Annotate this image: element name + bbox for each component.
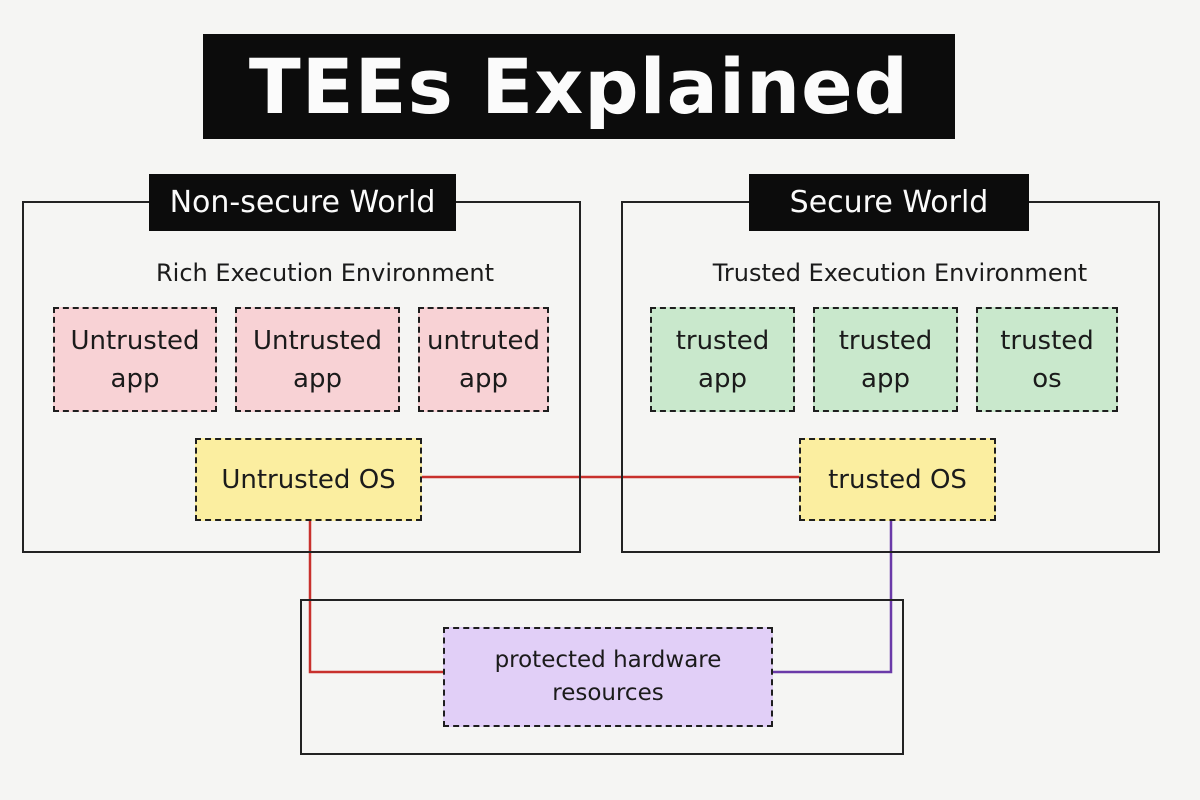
trusted-app-box: trusted app: [650, 307, 795, 412]
box-label-line2: app: [110, 363, 160, 394]
untrusted-app-box: untruted app: [418, 307, 549, 412]
box-label-line2: app: [861, 363, 910, 394]
secure-world-label: Secure World: [749, 174, 1029, 231]
box-label-line1: untruted: [426, 325, 540, 356]
hardware-label-line1: protected hardware: [494, 647, 722, 673]
untrusted-os-box: Untrusted OS: [195, 438, 422, 521]
hardware-container: [300, 599, 904, 755]
box-label-line2: app: [293, 363, 342, 394]
trusted-os-label: trusted OS: [828, 464, 967, 495]
untrusted-app-box: Untrusted app: [53, 307, 217, 412]
box-label-line1: Untrusted: [252, 325, 383, 356]
untrusted-os-label: Untrusted OS: [221, 464, 396, 495]
untrusted-app-box: Untrusted app: [235, 307, 400, 412]
trusted-os-box: trusted OS: [799, 438, 996, 521]
diagram-title: TEEs Explained: [203, 34, 955, 139]
trusted-app-box: trusted app: [813, 307, 958, 412]
trusted-os-component-box: trusted os: [976, 307, 1118, 412]
trusted-execution-environment-label: Trusted Execution Environment: [712, 259, 1088, 287]
box-label-line1: trusted: [1000, 325, 1094, 356]
box-label-line2: app: [459, 363, 508, 394]
box-label-line1: trusted: [675, 325, 770, 356]
box-label-line1: Untrusted: [70, 325, 200, 356]
hardware-label-line2: resources: [552, 680, 664, 706]
nonsecure-world-label: Non-secure World: [149, 174, 456, 231]
box-label-line1: trusted: [838, 325, 933, 356]
box-label-line2: app: [698, 363, 747, 394]
rich-execution-environment-label: Rich Execution Environment: [155, 259, 495, 287]
box-label-line2: os: [1032, 363, 1062, 394]
protected-hardware-box: protected hardware resources: [443, 627, 773, 727]
